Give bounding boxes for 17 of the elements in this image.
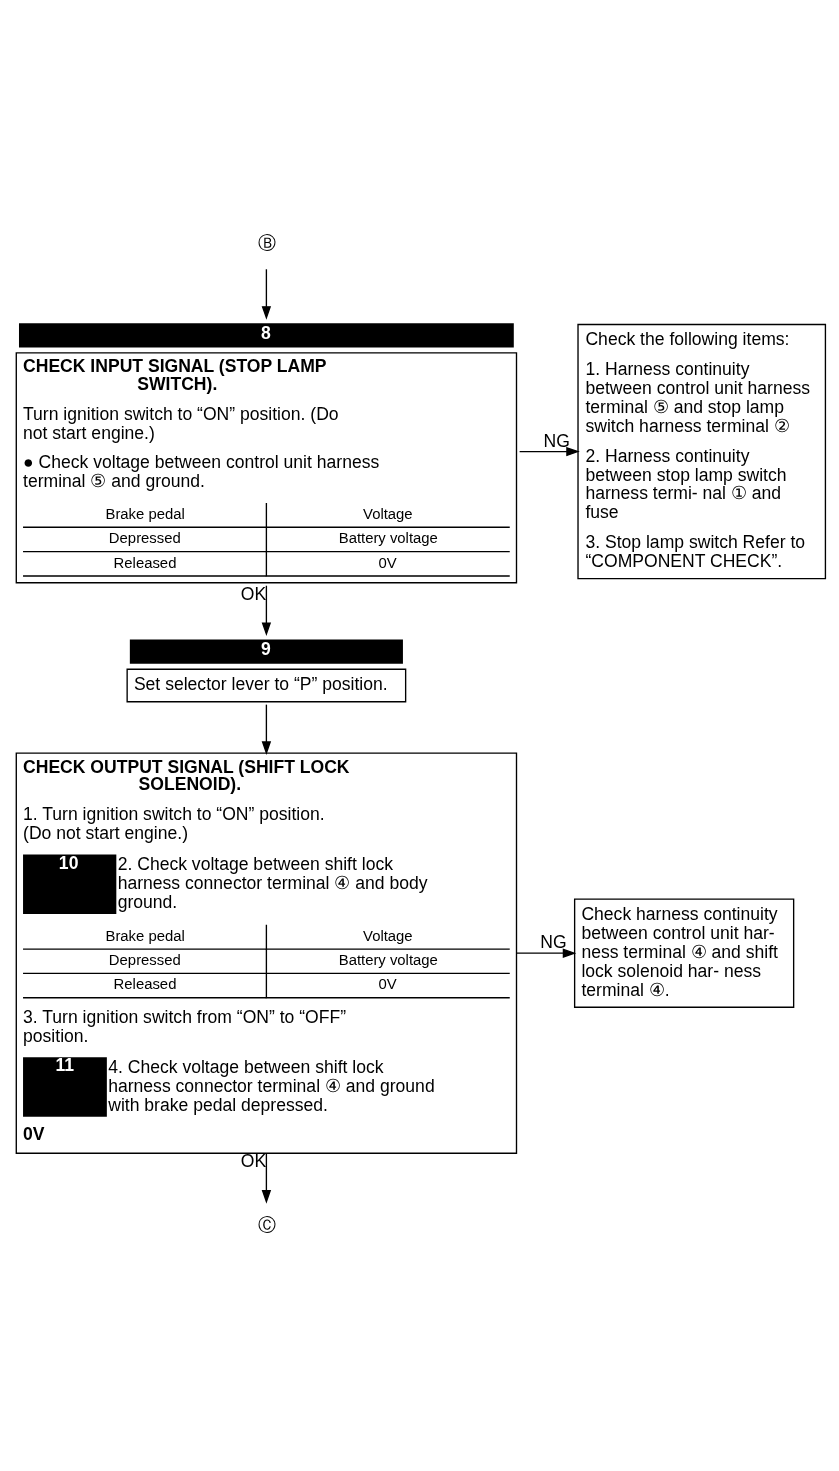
arrow <box>518 446 580 457</box>
node-box: Check the following items: 1. Harness continuity between control unit harness terminal ⑤ and stop lamp switch harness terminal ② 2. Harness continuity between stop lamp switch harness termi- nal ① and fuse 3. Stop lamp switch Refer to “COMPONENT CHECK”. <box>577 323 827 580</box>
arrow <box>261 268 272 320</box>
node-box: CHECK OUTPUT SIGNAL (SHIFT LOCK SOLENOID). 1. Turn ignition switch to “ON” position. (Do not start engine.) 10 2. Check voltage between shift lock harness connector terminal ④ and body ground. Brake pedal Voltage Depressed Battery voltage Released 0V 3. Turn ignition switch from “ON” to “OFF” position. 11 4. Check voltage between shift lock harness connector terminal ④ and ground with brake pedal depressed. 0V <box>15 752 518 1154</box>
arrow <box>261 585 272 636</box>
node-text: Ⓒ <box>257 1214 276 1235</box>
node-label: 8 <box>260 322 271 343</box>
node-text: Ⓑ <box>257 233 276 254</box>
edge-label: OK <box>240 1151 267 1172</box>
arrow <box>261 703 272 755</box>
arrow <box>515 948 577 958</box>
edge-label: NG <box>540 932 567 953</box>
edge-label: OK <box>240 583 267 604</box>
node-box: Check harness continuity between control unit har- ness terminal ④ and shift lock solenoid har- ness terminal ④. <box>573 898 795 1008</box>
edge-label: NG <box>543 430 570 451</box>
arrow <box>261 1152 272 1204</box>
node-label: 9 <box>260 638 271 659</box>
